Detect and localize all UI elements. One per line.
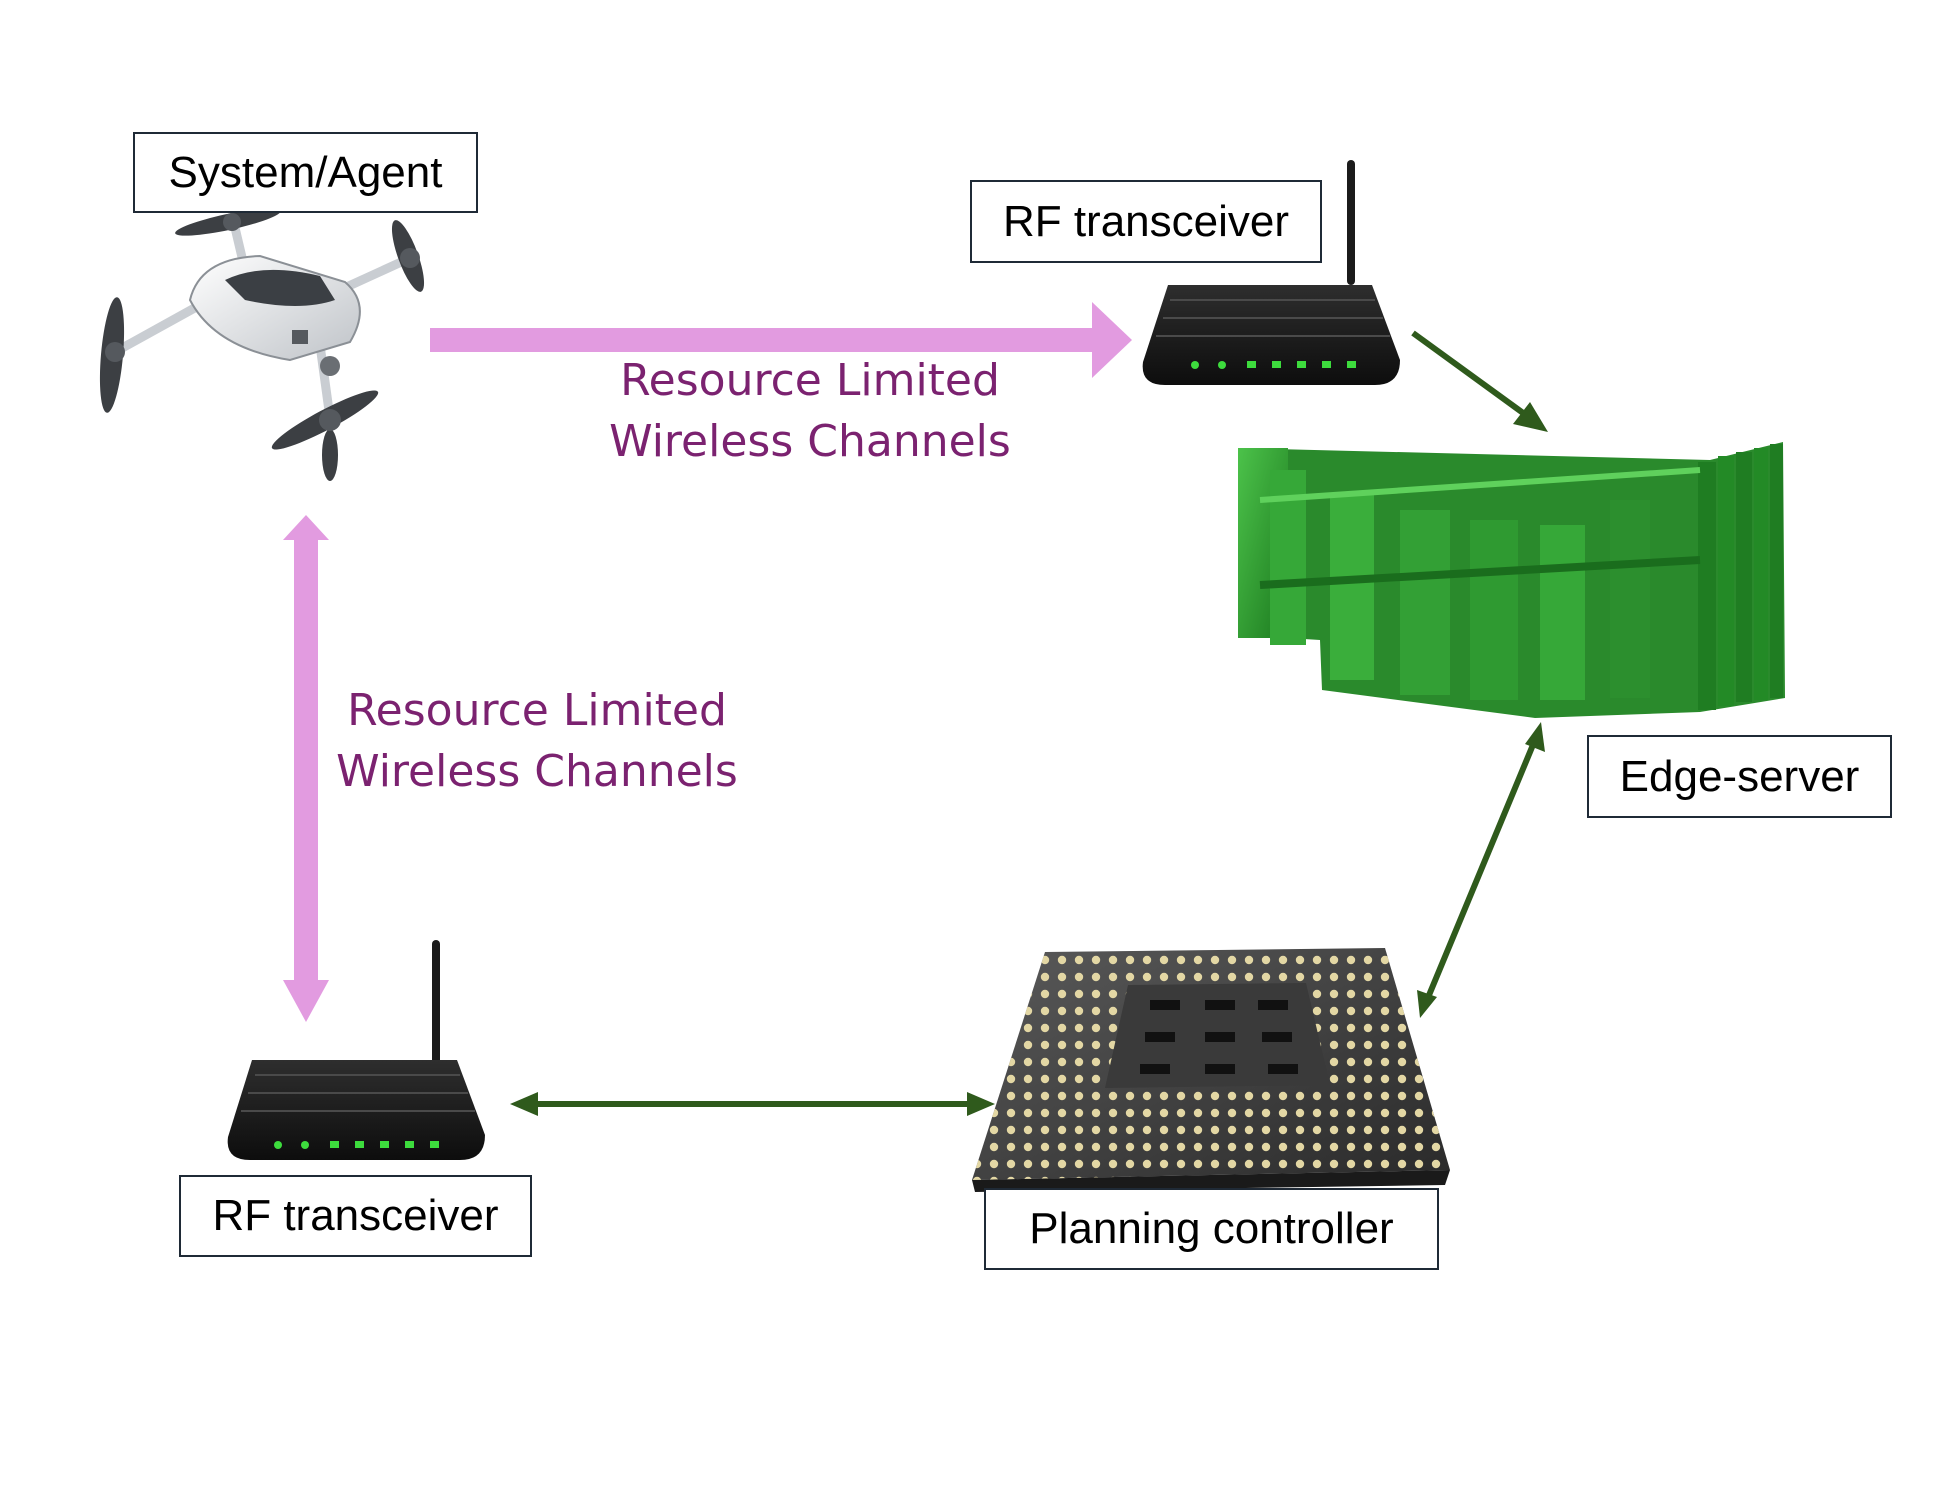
wireless-channel-caption-vertical: Resource Limited Wireless Channels [332,680,742,802]
system-agent-label: System/Agent [133,132,478,213]
caption-line-2: Wireless Channels [336,746,738,797]
link-arrow-router-controller [510,1092,995,1116]
edge-server-label: Edge-server [1587,735,1892,818]
caption-line-1: Resource Limited [620,355,1000,406]
router-icon [227,940,485,1160]
cpu-chip-icon [972,948,1450,1192]
link-arrow-router-to-server [1411,330,1548,432]
rf-transceiver-top-label: RF transceiver [970,180,1322,263]
rf-transceiver-bottom-label: RF transceiver [179,1175,532,1257]
link-arrow-server-controller [1417,722,1545,1018]
wireless-arrow-vertical [283,515,329,1022]
drone-icon [99,208,425,481]
caption-line-1: Resource Limited [347,685,727,736]
server-rack-icon [1238,442,1785,718]
wireless-arrow-horizontal [430,302,1132,378]
router-icon [1142,160,1400,385]
planning-controller-label: Planning controller [984,1188,1439,1270]
caption-line-2: Wireless Channels [609,416,1011,467]
wireless-channel-caption-horizontal: Resource Limited Wireless Channels [600,350,1020,472]
